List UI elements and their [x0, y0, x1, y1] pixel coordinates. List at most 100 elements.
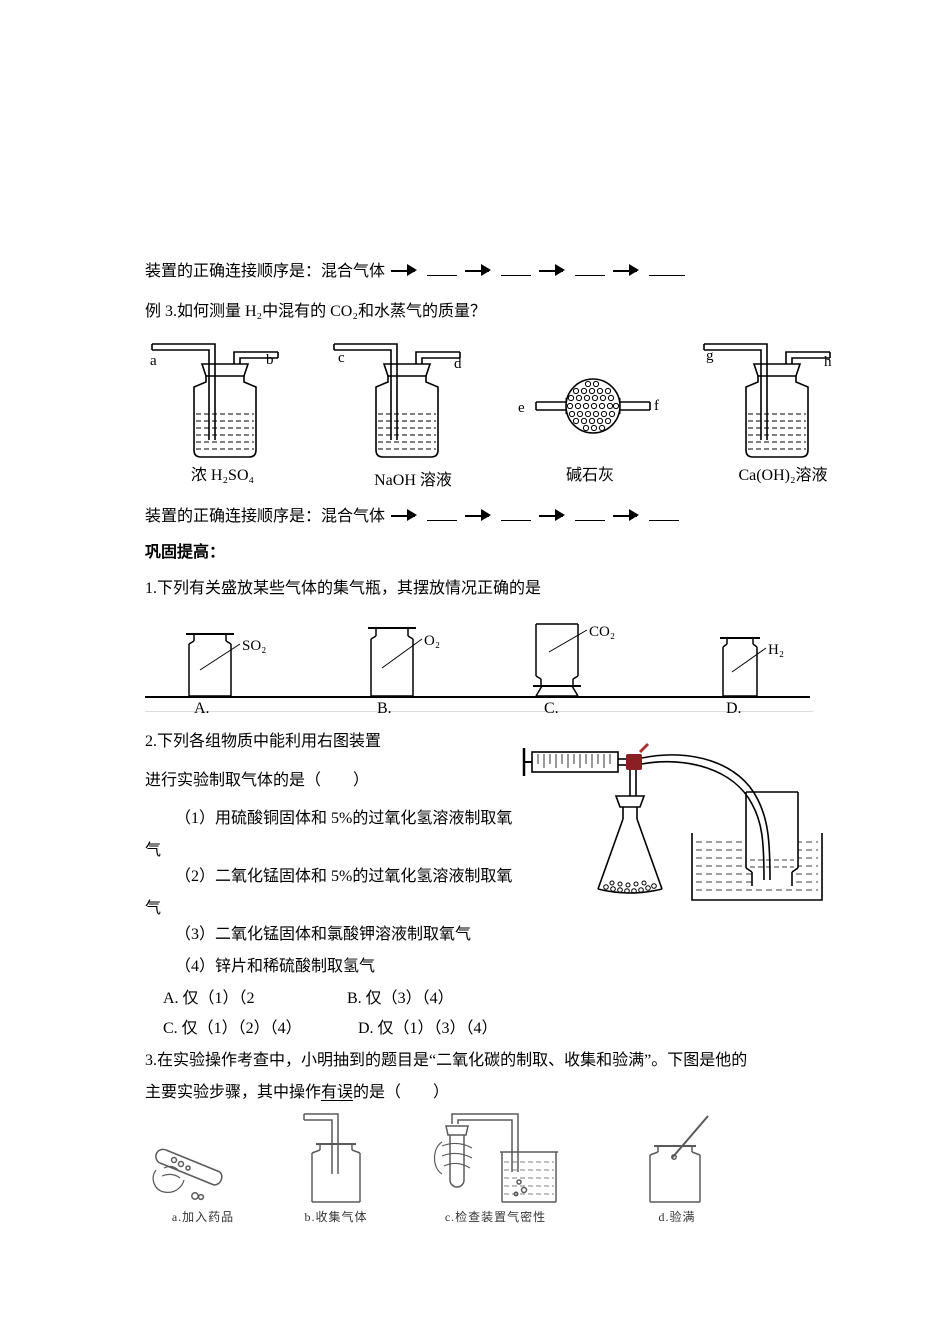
- gas-jar-drawing: SO₂: [186, 633, 266, 696]
- q2-option3: （3）二氧化锰固体和氯酸钾溶液制取氧气: [175, 926, 472, 943]
- gas-jar-C: CO₂: [525, 620, 640, 698]
- answer-blank[interactable]: [649, 506, 680, 521]
- collect-gas-sketch: [303, 1113, 361, 1203]
- step-c-check-airtight: [420, 1112, 570, 1207]
- answer-blank[interactable]: [575, 506, 606, 521]
- caption-h2so4: 浓 H₂SO₄: [190, 467, 255, 484]
- port-label-a: a: [150, 353, 157, 369]
- q2-option2-wrap: 气: [145, 900, 162, 917]
- gas-jar-drawing: O₂: [368, 627, 440, 696]
- gas-washing-bottle-drawing: [333, 343, 461, 458]
- order-2-prefix: 装置的正确连接顺序是：混合气体: [145, 508, 386, 525]
- step-d-test-full: [634, 1112, 719, 1207]
- delivery-tube: [641, 754, 771, 881]
- gas-label: CO₂: [589, 624, 615, 640]
- inverted-collection-bottle: [745, 791, 799, 886]
- gas-jar-A: SO₂: [178, 630, 293, 696]
- test-full-sketch: [649, 1115, 709, 1203]
- port-label-h: h: [824, 354, 832, 370]
- order-1-prefix: 装置的正确连接顺序是：混合气体: [145, 263, 386, 280]
- caption-naoh: NaOH 溶液: [374, 472, 452, 489]
- option-A: A.: [194, 700, 210, 717]
- bench-line: [145, 696, 810, 698]
- gas-jar-drawing: H₂: [720, 637, 784, 696]
- arrow-icon: [613, 508, 640, 521]
- gas-jar-D: H₂: [710, 634, 820, 696]
- option-B: B.: [377, 700, 392, 717]
- q3-line2-underlined: 有误: [321, 1084, 354, 1101]
- gas-generator-drawing: [522, 742, 823, 901]
- arrow-icon: [465, 263, 492, 276]
- arrow-icon: [465, 508, 492, 521]
- gas-jar-B: O₂: [360, 624, 475, 696]
- q2-option1: （1）用硫酸铜固体和 5%的过氧化氢溶液制取氧: [175, 810, 513, 827]
- q2-apparatus-figure: [520, 740, 832, 912]
- q2-choice-b: B. 仅（3）（4）: [347, 990, 454, 1007]
- gas-washing-bottle-drawing: [703, 343, 831, 458]
- connection-order-line-2: 装置的正确连接顺序是：混合气体: [145, 502, 681, 526]
- step-a-add-reagent: [148, 1120, 258, 1205]
- answer-blank[interactable]: [427, 506, 458, 521]
- valve-handle: [638, 742, 650, 754]
- syringe: [522, 748, 628, 776]
- q1-stem: 1.下列有关盛放某些气体的集气瓶，其摆放情况正确的是: [145, 580, 542, 597]
- granules: [566, 380, 620, 432]
- port-label-g: g: [706, 348, 714, 364]
- caption-caoh2: Ca(OH)₂溶液: [738, 467, 828, 484]
- option-D: D.: [726, 700, 742, 717]
- q3-line2-pre: 主要实验步骤，其中操作: [145, 1084, 322, 1101]
- port-label-d: d: [454, 356, 462, 372]
- q2-choice-a: A. 仅（1）（2: [163, 990, 255, 1007]
- gas-label: O₂: [424, 633, 440, 649]
- arrow-icon: [391, 508, 418, 521]
- gas-jar-drawing-inverted: CO₂: [533, 623, 615, 697]
- q1-figure: SO₂ O₂ CO: [145, 610, 815, 720]
- soda-lime-bulb-drawing: [535, 378, 651, 434]
- answer-blank[interactable]: [427, 261, 458, 276]
- port-label-b: b: [266, 352, 274, 368]
- q2-option4: （4）锌片和稀硫酸制取氢气: [175, 958, 376, 975]
- step-d-caption: d.验满: [658, 1210, 696, 1224]
- step-a-caption: a.加入药品: [171, 1210, 235, 1224]
- connection-order-line-1: 装置的正确连接顺序是：混合气体: [145, 257, 687, 281]
- gas-label: H₂: [768, 642, 784, 658]
- caption-soda-lime: 碱石灰: [565, 467, 614, 484]
- add-reagent-sketch: [152, 1148, 223, 1201]
- q3-stem-line1: 3.在实验操作考查中，小明抽到的题目是“二氧化碳的制取、收集和验满”。下图是他的: [145, 1052, 748, 1069]
- port-label-c: c: [338, 350, 345, 366]
- q3-stem-line2: 主要实验步骤，其中操作有误的是（ ）: [145, 1078, 449, 1102]
- arrow-icon: [613, 263, 640, 276]
- answer-blank[interactable]: [501, 261, 532, 276]
- arrow-icon: [539, 263, 566, 276]
- check-airtight-sketch: [433, 1113, 558, 1203]
- q2-stem-line2: 进行实验制取气体的是（ ）: [145, 772, 370, 789]
- gas-washing-bottle-drawing: [151, 343, 279, 458]
- answer-blank[interactable]: [575, 261, 606, 276]
- step-c-caption: c.检查装置气密性: [444, 1210, 547, 1224]
- q3-line2-post: 的是（ ）: [353, 1084, 450, 1101]
- wash-bottle-naoh: c d: [332, 336, 462, 461]
- arrow-icon: [539, 508, 566, 521]
- section-heading: 巩固提高：: [145, 544, 226, 561]
- erlenmeyer-flask: [597, 795, 663, 894]
- soda-lime-bulb: e f: [518, 368, 668, 448]
- answer-blank[interactable]: [501, 506, 532, 521]
- step-b-caption: b.收集气体: [304, 1210, 368, 1224]
- wash-bottle-caoh2: g h: [702, 336, 832, 461]
- step-b-collect-gas: [296, 1112, 376, 1207]
- q2-stem-line1: 2.下列各组物质中能利用右图装置: [145, 733, 382, 750]
- gas-label: SO₂: [242, 638, 266, 654]
- q2-choice-c: C. 仅（1）（2）（4）: [163, 1020, 302, 1037]
- stopcock-valve: [626, 754, 642, 770]
- q2-option1-wrap: 气: [145, 842, 162, 859]
- port-label-f: f: [654, 398, 659, 414]
- q2-choice-d: D. 仅（1）（3）（4）: [358, 1020, 498, 1037]
- arrow-icon: [391, 263, 418, 276]
- option-C: C.: [544, 700, 559, 717]
- answer-blank[interactable]: [649, 261, 686, 276]
- granules: [603, 880, 657, 894]
- port-label-e: e: [518, 400, 525, 416]
- figure-border: [145, 711, 813, 712]
- wash-bottle-h2so4: a b: [150, 336, 280, 461]
